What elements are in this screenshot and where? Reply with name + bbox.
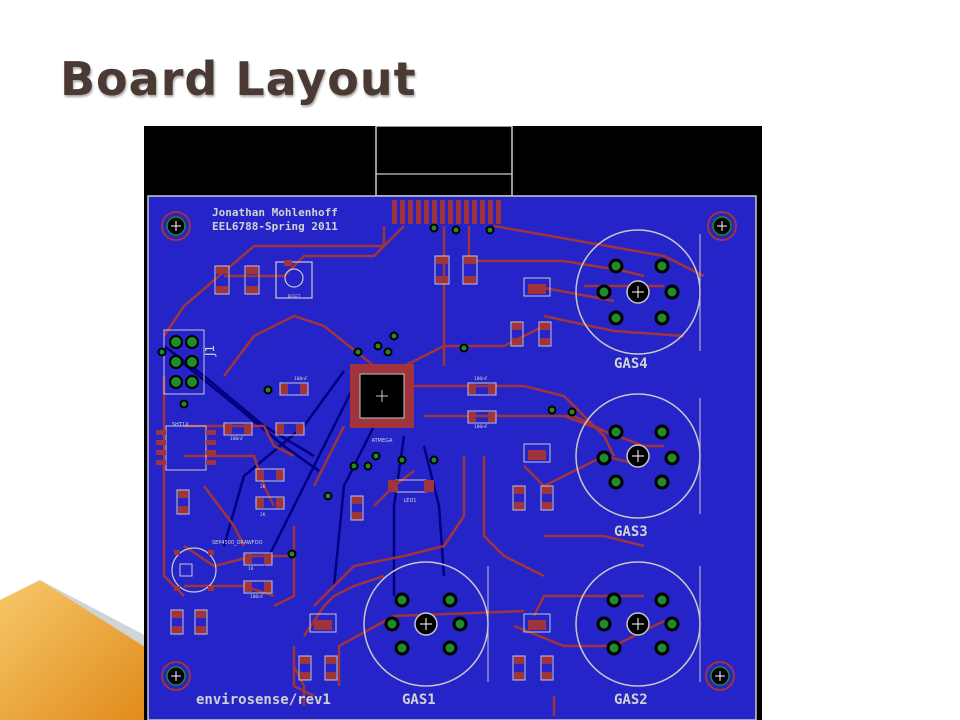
resistor-r3 xyxy=(434,255,450,285)
resistor-r14 xyxy=(255,496,285,510)
led-label: LED1 xyxy=(404,498,417,504)
capacitor-c7 xyxy=(243,580,273,594)
transistor-q1 xyxy=(523,277,551,297)
capacitor-c5 xyxy=(275,422,305,436)
gas1-label: GAS1 xyxy=(402,692,436,708)
pcb-board: ATMEGA J1 SHT1X RESET SEP4500_DRAWFOO xyxy=(144,126,762,720)
vias xyxy=(157,223,577,559)
capacitor-c3 xyxy=(467,410,497,424)
silkscreen-text: Jonathan Mohlenhoff EEL6788-Spring 2011 … xyxy=(196,206,648,708)
capacitor-c1 xyxy=(279,382,309,396)
resistor-r11 xyxy=(512,655,526,681)
mcu-label: ATMEGA xyxy=(372,438,393,444)
resistor-r7 xyxy=(512,485,526,511)
resistor-r18 xyxy=(350,495,364,521)
resistor-r8 xyxy=(540,485,554,511)
mount-hole-top-left xyxy=(161,211,191,241)
course-label: EEL6788-Spring 2011 xyxy=(212,220,338,233)
sht-label: SHT1X xyxy=(172,422,189,428)
cap-label-c3: 100nF xyxy=(474,424,488,430)
mount-hole-bottom-left xyxy=(161,661,191,691)
accelerometer-chip: SEP4500_DRAWFOO xyxy=(171,540,263,593)
resistor-r17 xyxy=(194,609,208,635)
board-outline xyxy=(147,195,757,720)
transistor-q2 xyxy=(523,443,551,463)
sht-sensor-chip: SHT1X xyxy=(156,422,216,471)
resistor-r1 xyxy=(214,265,230,295)
gas2-label: GAS2 xyxy=(614,692,648,708)
led: LED1 xyxy=(388,479,434,504)
capacitor-c6 xyxy=(243,552,273,566)
copper-pour xyxy=(148,196,756,720)
pin-header-j1: J1 xyxy=(163,329,217,395)
revision-label: envirosense/rev1 xyxy=(196,692,331,708)
gas4-label: GAS4 xyxy=(614,356,648,372)
res-label-c6: 1K xyxy=(248,566,254,572)
usb-pads xyxy=(392,200,501,224)
res-label-r14: 2K xyxy=(260,512,266,518)
resistor-r6 xyxy=(538,321,552,347)
resistor-r2 xyxy=(244,265,260,295)
cap-label-c7: 100nF xyxy=(250,594,264,600)
gas-sensor-2 xyxy=(575,561,701,687)
gas-sensor-3 xyxy=(575,393,701,519)
resistor-r10 xyxy=(324,655,338,681)
cap-label-c4: 100nF xyxy=(230,436,244,442)
capacitor-c4 xyxy=(223,422,253,436)
resistor-r9 xyxy=(298,655,312,681)
cap-label-c2: 100nF xyxy=(474,376,488,382)
mount-hole-top-right xyxy=(707,211,737,241)
bottom-traces xyxy=(163,345,446,596)
smd-components xyxy=(170,255,554,681)
resistor-r4 xyxy=(462,255,478,285)
capacitor-c2 xyxy=(467,382,497,396)
resistor-r5 xyxy=(510,321,524,347)
header-label: J1 xyxy=(203,345,217,357)
author-label: Jonathan Mohlenhoff xyxy=(212,206,338,219)
resistor-r13 xyxy=(255,468,285,482)
mount-hole-bottom-right xyxy=(705,661,735,691)
gas-sensor-4 xyxy=(575,229,701,355)
resistor-r12 xyxy=(540,655,554,681)
accel-label: SEP4500_DRAWFOO xyxy=(212,540,263,546)
transistor-q4 xyxy=(523,613,551,633)
transistor-q3 xyxy=(309,613,337,633)
reset-button: RESET xyxy=(275,260,313,299)
resistor-r16 xyxy=(170,609,184,635)
res-label-r13: 2K xyxy=(260,484,266,490)
microcontroller: ATMEGA xyxy=(350,364,414,444)
cap-label-c1: 100nF xyxy=(294,376,308,382)
reset-label: RESET xyxy=(288,294,301,299)
slide-title: Board Layout xyxy=(60,52,417,106)
corner-decoration xyxy=(0,580,150,720)
gas3-label: GAS3 xyxy=(614,524,648,540)
gas-sensor-1 xyxy=(363,561,489,687)
mounting-holes xyxy=(161,211,737,691)
resistor-r15 xyxy=(176,489,190,515)
